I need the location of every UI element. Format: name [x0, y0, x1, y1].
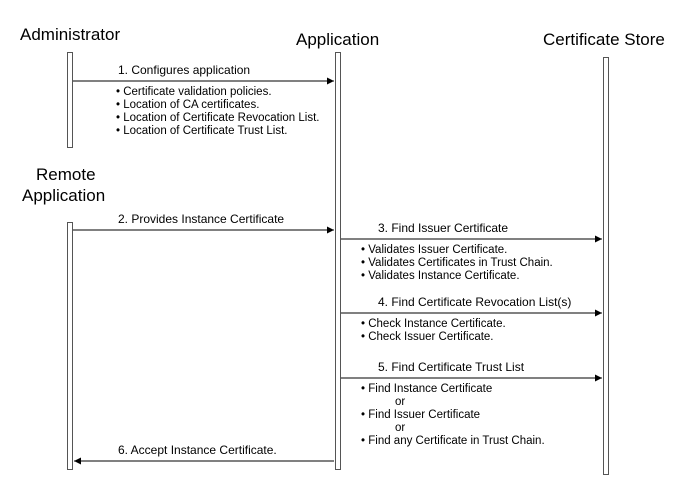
- message-5-notes: Find Instance Certificate or Find Issuer…: [361, 383, 545, 448]
- note-item: Location of Certificate Trust List.: [116, 125, 319, 138]
- message-3-notes: Validates Issuer Certificate. Validates …: [361, 244, 553, 283]
- note-item: Find Instance Certificate: [361, 383, 545, 396]
- note-item: Check Instance Certificate.: [361, 318, 505, 331]
- message-4-label: 4. Find Certificate Revocation List(s): [378, 295, 572, 309]
- note-item: Location of CA certificates.: [116, 99, 319, 112]
- message-2-label: 2. Provides Instance Certificate: [118, 212, 285, 226]
- lifeline-remote-application: [67, 222, 73, 470]
- message-1-notes: Certificate validation policies. Locatio…: [116, 86, 319, 138]
- note-item: Location of Certificate Revocation List.: [116, 112, 319, 125]
- lifeline-application: [335, 52, 341, 470]
- note-item: Certificate validation policies.: [116, 86, 319, 99]
- lifeline-administrator: [67, 52, 73, 148]
- message-3-label: 3. Find Issuer Certificate: [378, 221, 509, 235]
- message-4-notes: Check Instance Certificate. Check Issuer…: [361, 318, 506, 344]
- actor-application: Application: [296, 30, 380, 49]
- note-item: Find Issuer Certificate: [361, 409, 545, 422]
- message-6-label: 6. Accept Instance Certificate.: [118, 443, 277, 457]
- lifeline-certificate-store: [603, 57, 609, 475]
- note-item: Check Issuer Certificate.: [361, 331, 506, 344]
- message-5-label: 5. Find Certificate Trust List: [378, 360, 525, 374]
- actor-remote-application-line2: Application: [22, 186, 106, 205]
- note-item: Validates Certificates in Trust Chain.: [361, 257, 553, 270]
- note-item: Validates Instance Certificate.: [361, 270, 553, 283]
- note-item: Validates Issuer Certificate.: [361, 244, 553, 257]
- actor-certificate-store: Certificate Store: [543, 30, 665, 49]
- note-or: or: [395, 396, 406, 408]
- message-1-label: 1. Configures application: [118, 63, 251, 77]
- actor-remote-application-line1: Remote: [36, 165, 96, 184]
- note-item: Find any Certificate in Trust Chain.: [361, 435, 544, 448]
- actor-administrator: Administrator: [20, 25, 121, 44]
- note-or: or: [395, 422, 406, 434]
